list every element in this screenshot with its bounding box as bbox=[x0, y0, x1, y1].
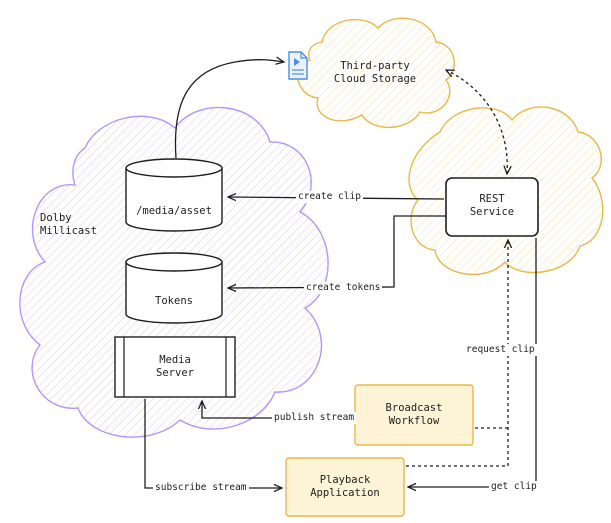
rest-service-label-line2: Service bbox=[469, 206, 515, 218]
broadcast-workflow-label-line2: Workflow bbox=[388, 415, 440, 427]
tokens-label: Tokens bbox=[155, 295, 193, 307]
edge-label-subscribe-stream: subscribe stream bbox=[153, 482, 249, 494]
rest-service-box bbox=[445, 177, 539, 237]
media-server-label: Media Server bbox=[124, 354, 226, 380]
tokens-database bbox=[125, 252, 223, 324]
cloud-storage-label-line1: Third-party bbox=[340, 60, 410, 72]
playback-application-label: Playback Application bbox=[286, 474, 404, 500]
edge-label-create-clip: create clip bbox=[296, 191, 363, 203]
edge-label-publish-stream: publish stream bbox=[272, 412, 357, 424]
media-server-box bbox=[114, 336, 236, 398]
edge-request-clip bbox=[406, 240, 508, 467]
edge-asset-to-storage bbox=[174, 60, 284, 159]
cloud-storage-label: Third-party Cloud Storage bbox=[325, 60, 425, 86]
file-document-icon bbox=[288, 51, 308, 80]
media-server-label-line1: Media bbox=[159, 354, 191, 366]
edge-label-get-clip: get clip bbox=[489, 481, 539, 493]
playback-application-box bbox=[285, 457, 405, 517]
millicast-label-line2: Millicast bbox=[40, 225, 97, 237]
playback-application-label-line2: Application bbox=[310, 487, 380, 499]
cloud-storage-label-line2: Cloud Storage bbox=[333, 73, 417, 85]
rest-service-label: REST Service bbox=[446, 193, 538, 219]
broadcast-workflow-label: Broadcast Workflow bbox=[355, 402, 473, 428]
media-asset-label: /media/asset bbox=[136, 205, 212, 217]
broadcast-workflow-label-line1: Broadcast bbox=[385, 402, 443, 414]
edge-get-clip bbox=[408, 238, 537, 487]
edge-label-request-clip: request clip bbox=[464, 344, 537, 356]
millicast-label: Dolby Millicast bbox=[40, 212, 100, 238]
rest-service-label-line1: REST bbox=[479, 193, 505, 205]
edge-label-create-tokens: create tokens bbox=[304, 282, 383, 294]
media-server-label-line2: Server bbox=[156, 367, 194, 379]
edge-rest-storage bbox=[446, 70, 507, 174]
playback-application-label-line1: Playback bbox=[319, 474, 371, 486]
millicast-label-line1: Dolby bbox=[40, 212, 72, 224]
media-asset-database bbox=[125, 158, 223, 232]
